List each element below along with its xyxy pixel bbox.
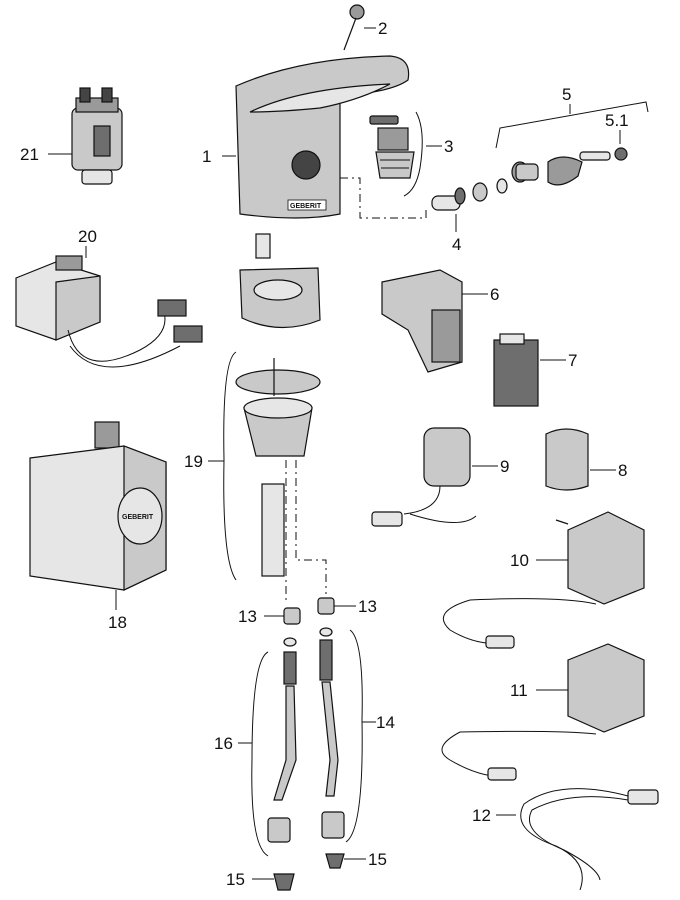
label-12: 12 xyxy=(472,806,491,825)
label-3: 3 xyxy=(444,137,453,156)
part-13-fitting-left xyxy=(283,607,301,625)
part-8-battery xyxy=(545,428,589,491)
part-21-cartridge xyxy=(71,87,123,185)
part-9-battery-pack xyxy=(371,427,477,527)
label-5: 5 xyxy=(562,85,571,104)
label-20: 20 xyxy=(78,227,97,246)
part-1-tap-body xyxy=(235,55,410,219)
tap-logo: GEBERIT xyxy=(290,203,322,210)
part-3-aerator xyxy=(369,115,415,179)
label-21: 21 xyxy=(20,145,39,164)
part-4-connector xyxy=(431,178,508,211)
part-7-control-unit xyxy=(493,333,539,407)
part-13-fitting-right xyxy=(317,597,335,615)
label-9: 9 xyxy=(500,457,509,476)
label-15-left: 15 xyxy=(226,870,245,889)
part-16-hose xyxy=(267,637,297,843)
part-19-fixing-set xyxy=(235,358,321,577)
part-2-key xyxy=(343,4,365,51)
label-19: 19 xyxy=(184,452,203,471)
part-11-plug-adapter xyxy=(441,643,645,781)
part-12-cable xyxy=(520,788,659,891)
part-5-lever-set xyxy=(511,147,628,186)
label-14: 14 xyxy=(376,713,395,732)
label-13-right: 13 xyxy=(358,597,377,616)
label-6: 6 xyxy=(490,285,499,304)
part-15-strainer-right xyxy=(325,853,345,869)
part-6-sensor-holder xyxy=(381,269,463,373)
label-4: 4 xyxy=(452,235,461,254)
label-11: 11 xyxy=(510,681,528,700)
label-15-right: 15 xyxy=(368,850,387,869)
label-7: 7 xyxy=(568,351,577,370)
label-5-1: 5.1 xyxy=(605,111,629,130)
label-10: 10 xyxy=(510,551,529,570)
part-18-function-box xyxy=(29,421,167,591)
label-13-left: 13 xyxy=(238,607,257,626)
label-1: 1 xyxy=(202,147,211,166)
part-14-hose xyxy=(319,627,345,839)
part-10-plug-adapter xyxy=(442,511,645,649)
label-8: 8 xyxy=(618,461,627,480)
label-16: 16 xyxy=(214,734,233,753)
label-2: 2 xyxy=(378,19,387,38)
part-mounting-base xyxy=(239,233,321,329)
label-18: 18 xyxy=(108,613,127,632)
box-logo: GEBERIT xyxy=(122,514,154,521)
part-20-power-supply xyxy=(15,255,203,368)
part-15-strainer-left xyxy=(273,873,295,891)
